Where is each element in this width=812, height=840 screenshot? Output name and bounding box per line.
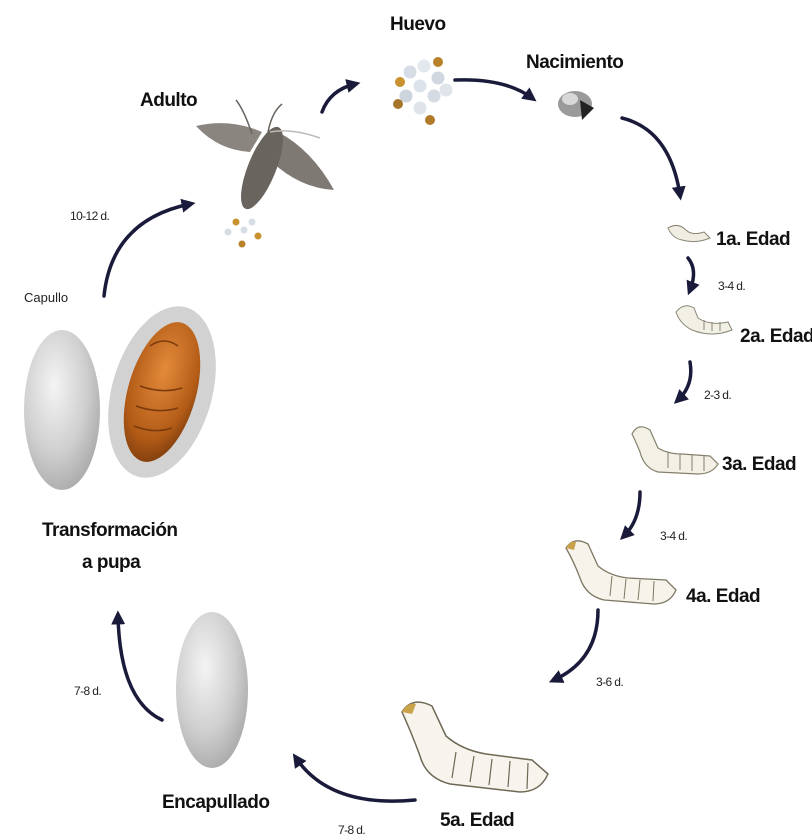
arrow-instar1-to-instar2 xyxy=(688,258,694,290)
label-huevo: Huevo xyxy=(390,14,446,35)
arrow-cocoon-to-pupa xyxy=(118,616,162,720)
label-transformacion-line1: Transformación xyxy=(42,520,178,541)
label-edad-1: 1a. Edad xyxy=(716,229,790,250)
label-adulto: Adulto xyxy=(140,90,197,111)
duration-edad2-to-3: 2-3 d. xyxy=(704,388,731,402)
label-nacimiento: Nacimiento xyxy=(526,52,623,73)
label-edad-3: 3a. Edad xyxy=(722,454,796,475)
label-edad-4: 4a. Edad xyxy=(686,586,760,607)
cocoon-illustration xyxy=(176,612,248,768)
arrow-instar3-to-instar4 xyxy=(624,492,640,536)
larva-instar4-illustration xyxy=(566,541,676,604)
larva-instar3-illustration xyxy=(632,427,718,474)
label-edad-5: 5a. Edad xyxy=(440,810,514,831)
capullo-illustration xyxy=(24,330,100,490)
arrow-instar2-to-instar3 xyxy=(678,362,691,400)
larva-instar2-illustration xyxy=(676,306,732,334)
eggs-illustration xyxy=(393,57,453,125)
duration-edad1-to-2: 3-4 d. xyxy=(718,279,745,293)
label-edad-2: 2a. Edad xyxy=(740,326,812,347)
arrow-hatching-to-instar1 xyxy=(622,118,680,195)
larva-instar1-illustration xyxy=(668,225,710,241)
pupa-illustration xyxy=(90,294,235,491)
adult-moth-illustration xyxy=(196,100,334,248)
label-transformacion-line2: a pupa xyxy=(82,552,141,573)
duration-edad4-to-5: 3-6 d. xyxy=(596,675,623,689)
arrow-instar4-to-instar5 xyxy=(554,610,598,680)
label-capullo: Capullo xyxy=(24,290,68,305)
label-encapullado: Encapullado xyxy=(162,792,269,813)
arrow-egg-to-hatching xyxy=(455,80,532,98)
duration-edad5-to-cocoon: 7-8 d. xyxy=(338,823,365,837)
duration-edad3-to-4: 3-4 d. xyxy=(660,529,687,543)
arrow-adult-to-egg xyxy=(322,84,355,112)
larva-instar5-illustration xyxy=(402,702,548,792)
hatchling-illustration xyxy=(558,91,594,120)
arrow-pupa-to-adult xyxy=(104,204,190,296)
arrow-instar5-to-cocoon xyxy=(296,758,415,801)
duration-pupa-to-adult: 10-12 d. xyxy=(70,209,109,223)
duration-cocoon-to-pupa: 7-8 d. xyxy=(74,684,101,698)
